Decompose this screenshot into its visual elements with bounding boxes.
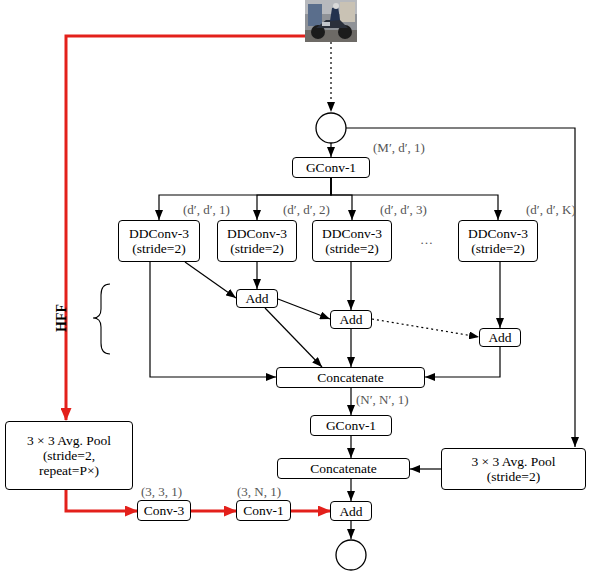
connector (265, 308, 322, 367)
box-text: GConv-1 (306, 160, 356, 175)
connector (499, 262, 500, 328)
conv-box: Conv-1 (236, 500, 291, 521)
box-content: Concatenate (310, 461, 377, 476)
ddconv-box: DDConv-3 (stride=2) (458, 220, 538, 262)
box-content: DDConv-3 (stride=2) (226, 226, 288, 256)
box-content: Concatenate (317, 370, 384, 385)
add-box: Add (236, 289, 278, 308)
dimension-label: (3, N, 1) (237, 484, 281, 500)
box-content: Add (339, 312, 362, 327)
box-content: 3 × 3 Avg. Pool (stride=2, repeat=P×) (16, 433, 122, 478)
connector (372, 319, 479, 337)
box-text: Conv-3 (144, 503, 185, 518)
connector (350, 262, 351, 310)
dimension-label: (M′, d′, 1) (373, 140, 425, 156)
connector (350, 329, 351, 367)
box-text: Add (245, 291, 268, 306)
dimension-label: (d′, d′, 1) (183, 202, 230, 218)
box-content: DDConv-3 (stride=2) (127, 226, 191, 256)
reinforcement-connector (191, 510, 236, 513)
box-text: 3 × 3 Avg. Pool (stride=2) (456, 454, 571, 484)
concat-box: Concatenate (276, 367, 425, 388)
skip-wire (346, 128, 575, 447)
dotted-arrow (330, 42, 331, 112)
box-content: GConv-1 (306, 160, 356, 175)
box-content: Add (488, 330, 511, 345)
box-content: Add (245, 291, 268, 306)
reinforcement-connector (291, 510, 330, 513)
box-text: Concatenate (310, 461, 377, 476)
conv-box: Conv-3 (137, 500, 191, 521)
dimension-label: (d′, d′, 3) (380, 202, 427, 218)
avgpool-box: 3 × 3 Avg. Pool (stride=2, repeat=P×) (5, 421, 133, 490)
input-circle (316, 113, 346, 143)
dimension-label: (d′, d′, K) (526, 202, 576, 218)
dimension-label: (N′, N′, 1) (356, 392, 409, 408)
box-text: DDConv-3 (stride=2) (321, 226, 383, 256)
input-reinforcement-wire (66, 36, 305, 420)
dimension-label: … (420, 232, 433, 248)
connector (159, 178, 331, 220)
box-text: GConv-1 (326, 418, 376, 433)
group-label: HFF (54, 304, 70, 332)
concat-box: Concatenate (277, 458, 410, 479)
connector (256, 262, 257, 289)
connector (331, 178, 498, 220)
connector (350, 436, 351, 458)
avgpool-box: 3 × 3 Avg. Pool (stride=2) (441, 448, 586, 490)
add-box: Add (479, 328, 521, 347)
connector (150, 262, 276, 377)
connector (278, 299, 330, 319)
box-text: DDConv-3 (stride=2) (226, 226, 288, 256)
box-text: Add (339, 504, 362, 519)
box-text: Conv-1 (243, 503, 284, 518)
gconv-box: GConv-1 (292, 157, 370, 178)
connector (185, 262, 236, 298)
add-box: Add (330, 501, 372, 521)
connector (257, 178, 331, 220)
ddconv-box: DDConv-3 (stride=2) (217, 220, 297, 262)
box-content: Add (339, 504, 362, 519)
connector (350, 388, 351, 415)
box-content: DDConv-3 (stride=2) (467, 226, 529, 256)
box-text: DDConv-3 (stride=2) (127, 226, 191, 256)
connector (331, 178, 352, 220)
box-content: DDConv-3 (stride=2) (321, 226, 383, 256)
gconv-box: GConv-1 (310, 415, 392, 436)
connector (350, 479, 351, 501)
input-photo (305, 0, 357, 42)
connector (410, 468, 441, 469)
dimension-label: (3, 3, 1) (141, 484, 182, 500)
box-text: Concatenate (317, 370, 384, 385)
box-content: Conv-1 (243, 503, 284, 518)
arrow (350, 521, 351, 539)
ddconv-box: DDConv-3 (stride=2) (118, 220, 200, 262)
box-text: DDConv-3 (stride=2) (467, 226, 529, 256)
hff-brace (93, 284, 110, 354)
box-text: Add (488, 330, 511, 345)
box-content: Conv-3 (144, 503, 185, 518)
reinforcement-connector (66, 490, 137, 511)
box-content: GConv-1 (326, 418, 376, 433)
add-box: Add (330, 310, 372, 329)
box-text: 3 × 3 Avg. Pool (stride=2, repeat=P×) (16, 433, 122, 478)
dimension-label: (d′, d′, 2) (283, 202, 330, 218)
arrow (330, 143, 331, 157)
output-circle (336, 540, 366, 570)
box-text: Add (339, 312, 362, 327)
connector (425, 347, 500, 377)
ddconv-box: DDConv-3 (stride=2) (312, 220, 392, 262)
box-content: 3 × 3 Avg. Pool (stride=2) (456, 454, 571, 484)
